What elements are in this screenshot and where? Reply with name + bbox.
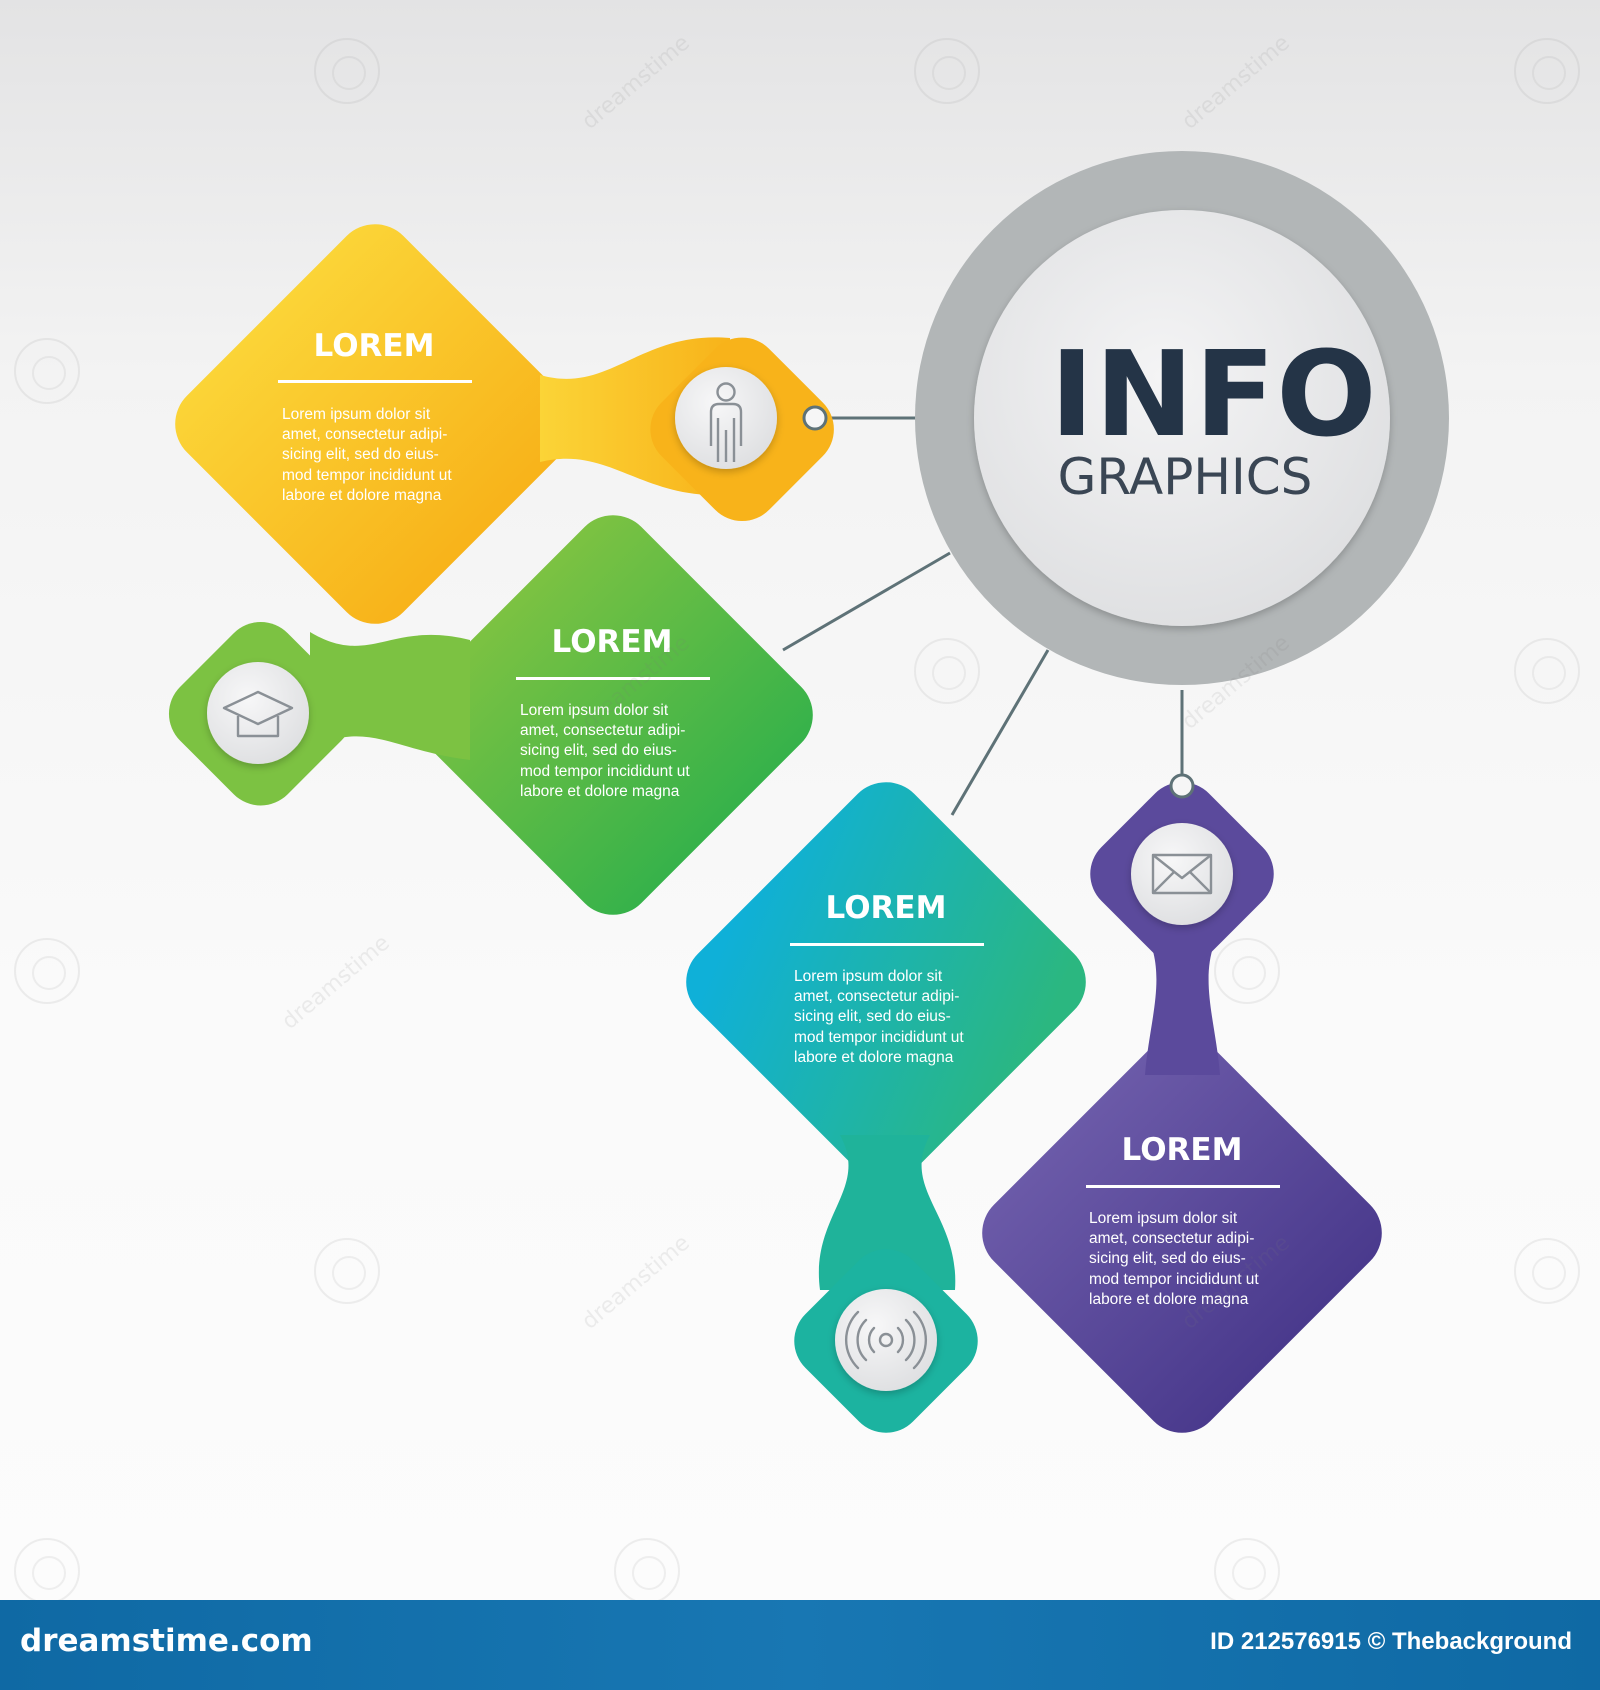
watermark-logo	[314, 38, 380, 104]
card-teal-diamond	[686, 782, 1086, 1182]
card-yellow-diamond	[175, 224, 575, 624]
person-icon	[709, 382, 743, 462]
card-teal-text: Lorem ipsum dolor sit amet, consectetur …	[794, 968, 964, 1066]
hub-circle	[915, 151, 1449, 685]
connector-teal	[950, 649, 1050, 816]
watermark-logo	[14, 1538, 80, 1604]
infographic-subtitle: GRAPHICS	[1057, 448, 1313, 506]
card-purple-diamond	[982, 1033, 1382, 1433]
watermark-logo	[914, 638, 980, 704]
watermark-logo	[14, 338, 80, 404]
connector-green	[782, 551, 951, 652]
card-green-diamond	[413, 515, 813, 915]
card-yellow-divider	[278, 380, 472, 383]
watermark-logo	[914, 38, 980, 104]
infographic-diagram	[168, 151, 1449, 1433]
card-green	[168, 515, 813, 915]
card-green-icon-disc	[207, 662, 309, 764]
card-yellow-anchor	[802, 405, 828, 431]
card-teal-icon-disc	[835, 1289, 937, 1391]
watermark-logo	[614, 1538, 680, 1604]
card-green-text: Lorem ipsum dolor sit amet, consectetur …	[520, 702, 690, 800]
graduation-cap-icon	[222, 690, 294, 738]
card-purple-anchor	[1169, 773, 1195, 799]
infographic-title: INFO	[1050, 325, 1378, 463]
connector-lines	[782, 416, 1184, 816]
card-teal-divider	[790, 943, 984, 946]
card-teal-neck	[818, 1135, 956, 1290]
stock-footer-bar: dreamstime.com ID 212576915 © Thebackgro…	[0, 1600, 1600, 1690]
footer-site-link[interactable]: dreamstime.com	[20, 1623, 313, 1659]
card-green-heading: LOREM	[551, 624, 673, 660]
envelope-icon	[1151, 853, 1213, 895]
infographic-canvas: INFO GRAPHICS LOREM Lorem ipsum dolor si…	[14, 30, 1580, 1604]
card-yellow-icon-disc	[675, 367, 777, 469]
card-purple	[982, 773, 1382, 1433]
hub-disc	[974, 210, 1390, 626]
card-purple-heading: LOREM	[1121, 1132, 1243, 1168]
watermark-logo	[1214, 1538, 1280, 1604]
card-green-divider	[516, 677, 710, 680]
card-purple-icon-disc	[1131, 823, 1233, 925]
card-teal-heading: LOREM	[825, 890, 947, 926]
watermark-logo	[1214, 938, 1280, 1004]
watermark-logo	[314, 1238, 380, 1304]
card-yellow-heading: LOREM	[313, 328, 435, 364]
watermark-logo	[1514, 1238, 1580, 1304]
card-yellow-text: Lorem ipsum dolor sit amet, consectetur …	[282, 406, 452, 504]
card-purple-divider	[1086, 1185, 1280, 1188]
wireless-signal-icon	[845, 1310, 927, 1370]
watermark-logo	[1514, 638, 1580, 704]
footer-image-credit: ID 212576915 © Thebackground	[1210, 1628, 1572, 1655]
card-teal	[686, 782, 1086, 1433]
card-yellow	[175, 224, 834, 624]
watermark-logo	[14, 938, 80, 1004]
card-purple-text: Lorem ipsum dolor sit amet, consectetur …	[1089, 1210, 1259, 1308]
watermark-logo	[1514, 38, 1580, 104]
card-green-neck	[310, 632, 470, 760]
